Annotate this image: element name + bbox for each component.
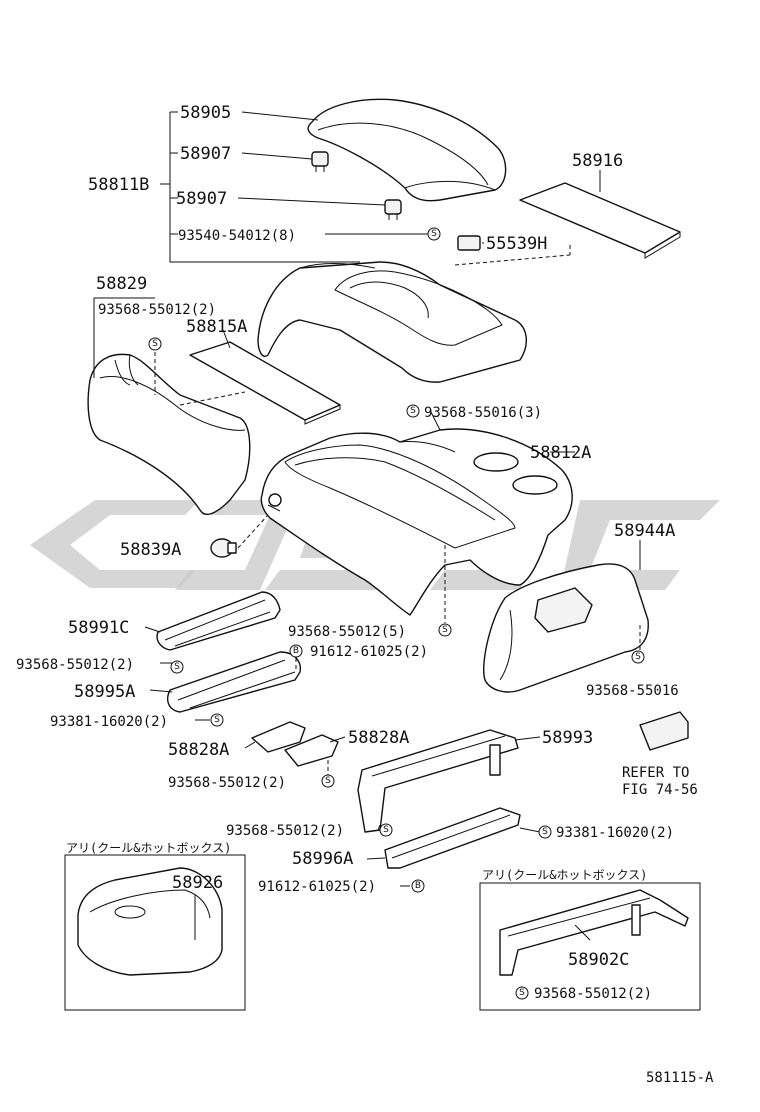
bracket-58828a-left [251,721,306,753]
knob-58839a [210,538,237,558]
label-58815a: 58815A [186,317,247,337]
label-58926: 58926 [172,873,223,893]
bolt-symbol-2: B [411,879,425,893]
svg-text:S: S [410,406,416,416]
screw-symbol-10: S [538,825,552,839]
label-55539h: 55539H [486,234,547,254]
label-93568-55012-d: 93568-55012(2) [226,823,344,839]
label-58902c: 58902C [568,950,629,970]
frame-58993 [357,729,519,833]
screw-symbol-9: S [379,823,393,837]
label-58905: 58905 [180,103,231,123]
label-93381-16020-b: 93381-16020(2) [556,825,674,841]
label-58993: 58993 [542,728,593,748]
frame-58902c [499,889,689,976]
screw-symbol-2: S [148,337,162,351]
frame-58996a [384,807,521,869]
label-93568-55012-a: 93568-55012(2) [98,302,216,318]
screw-symbol-3: S [406,404,420,418]
console-box-58812a [260,428,573,616]
label-93381-16020-a: 93381-16020(2) [50,714,168,730]
label-58811b: 58811B [88,175,149,195]
svg-text:S: S [542,827,548,837]
bolt-symbol-1: B [289,644,303,658]
svg-text:S: S [519,988,525,998]
label-58839a: 58839A [120,540,181,560]
label-58996a: 58996A [292,849,353,869]
switch-part [639,711,689,751]
screw-symbol-6: S [631,650,645,664]
label-58907-a: 58907 [180,144,231,164]
console-upper-frame [257,261,527,383]
label-93568-55016: 93568-55016 [586,683,679,699]
bracket-58995a [167,651,302,713]
label-58916: 58916 [572,151,623,171]
screw-symbol-7: S [210,713,224,727]
svg-text:B: B [293,646,299,656]
side-panel-58829 [87,353,251,516]
svg-text:S: S [325,776,331,786]
svg-text:S: S [431,229,437,239]
panel-58944a [483,563,649,693]
refer-note-line2: FIG 74-56 [622,782,698,798]
option-frame-left [64,854,246,1011]
screw-symbol-5: S [170,660,184,674]
screw-symbol-4: S [438,623,452,637]
refer-note-line1: REFER TO [622,765,689,781]
svg-text:S: S [442,625,448,635]
screw-symbol-1: S [427,227,441,241]
label-58828a-right: 58828A [348,728,409,748]
bracket-58991c [156,591,281,651]
option-frame-right [479,882,701,1011]
label-58944a: 58944A [614,521,675,541]
label-58995a: 58995A [74,682,135,702]
label-58991c: 58991C [68,618,129,638]
label-93540-54012: 93540-54012(8) [178,228,296,244]
label-93568-55016-3: 93568-55016(3) [424,405,542,421]
figure-id: 581115-A [646,1070,714,1086]
option-note-left: アリ(クール&ホットボックス) [66,841,231,855]
label-93568-55012-5: 93568-55012(5) [288,624,406,640]
bumper-lower [384,199,402,220]
lock-55539h [457,235,481,251]
label-58812a: 58812A [530,443,591,463]
svg-text:S: S [214,715,220,725]
label-91612-61025-a: 91612-61025(2) [310,644,428,660]
label-58828a-left: 58828A [168,740,229,760]
label-93568-55012-c: 93568-55012(2) [168,775,286,791]
bumper-upper [311,151,329,172]
label-93568-55012-b: 93568-55012(2) [16,657,134,673]
label-91612-61025-b: 91612-61025(2) [258,879,376,895]
option-note-right: アリ(クール&ホットボックス) [482,868,647,882]
screw-symbol-11: S [515,986,529,1000]
bracket-58828a-right [284,734,339,767]
svg-text:S: S [635,652,641,662]
pad-58815a [189,341,341,425]
part-labels: 58905 58907 58811B 58907 93540-54012(8) … [16,103,714,1086]
leader-lines [93,111,641,941]
svg-text:S: S [383,825,389,835]
svg-text:S: S [174,662,180,672]
lid-pad-58916 [519,182,681,259]
label-93568-55012-e: 93568-55012(2) [534,986,652,1002]
svg-text:B: B [415,881,421,891]
label-58829: 58829 [96,274,147,294]
armrest-lid [307,98,507,202]
label-58907-b: 58907 [176,189,227,209]
screw-symbol-8: S [321,774,335,788]
cool-box-58926 [77,867,223,976]
svg-text:S: S [152,339,158,349]
